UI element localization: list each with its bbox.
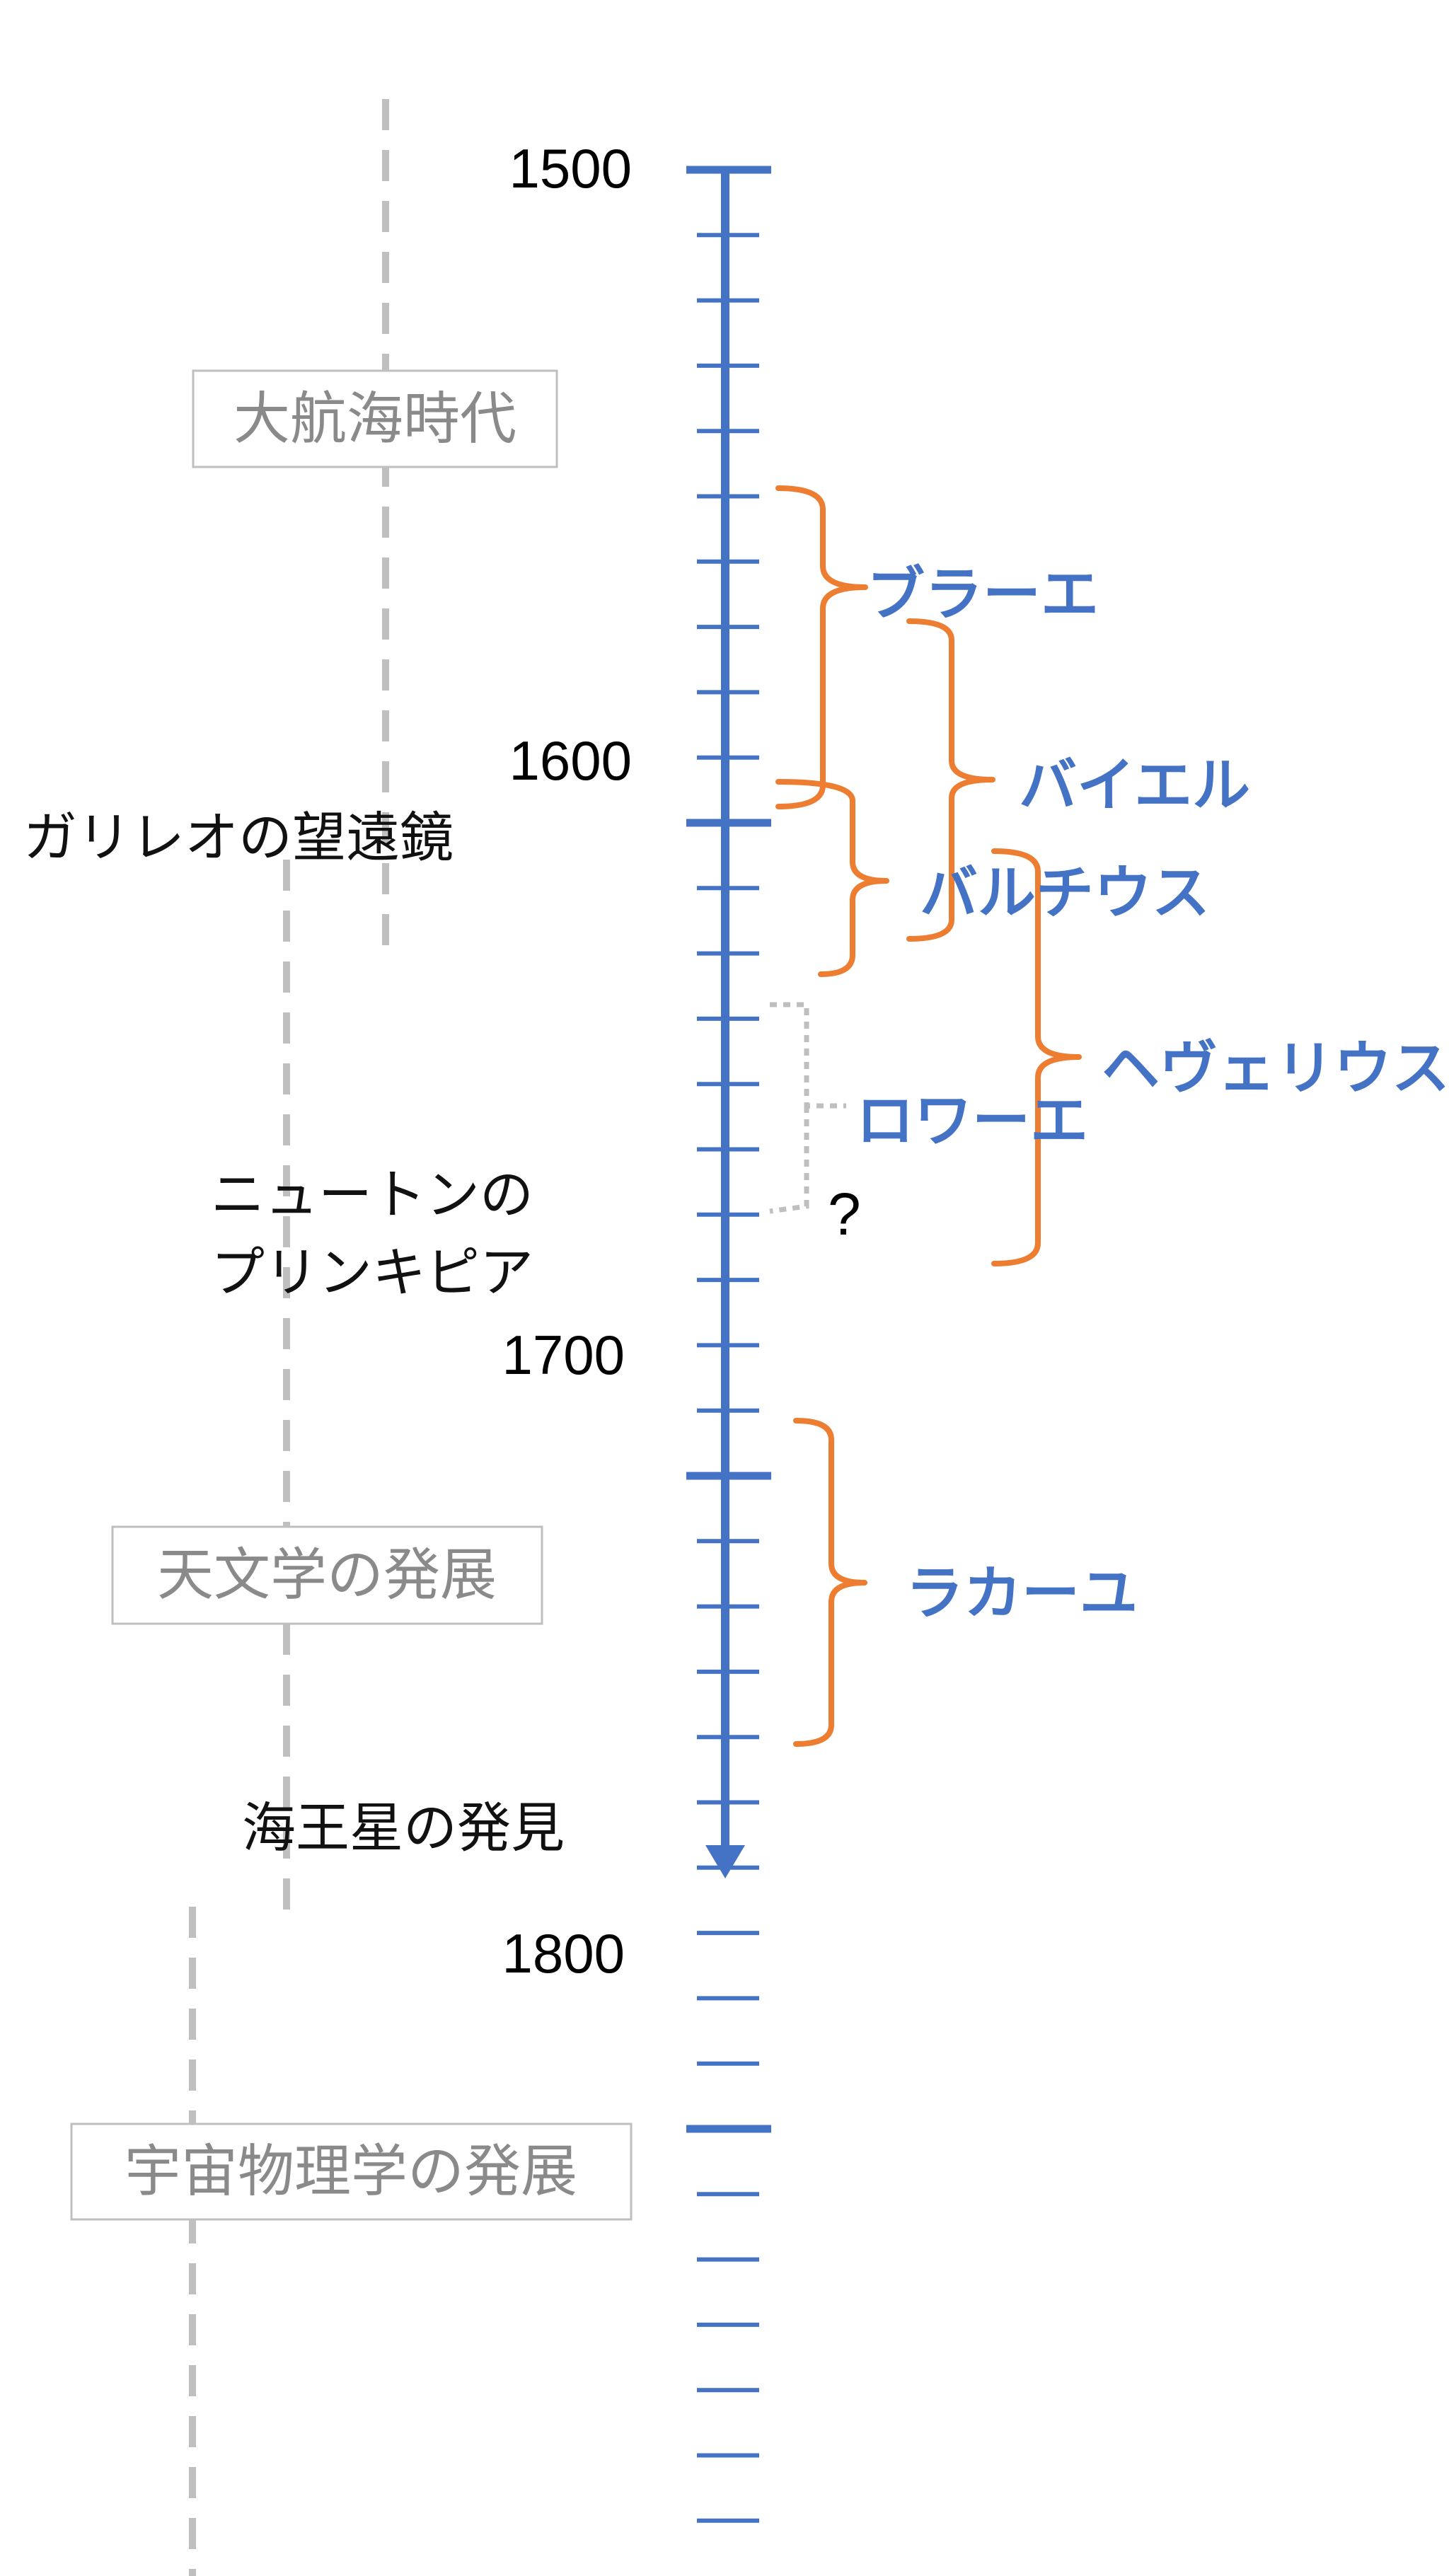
year-label-1800: 1800 — [502, 1922, 625, 1985]
event-newton-principia-line2: プリンキピア — [211, 1241, 533, 1304]
bracket-brahe — [775, 485, 868, 809]
axis-ticks — [686, 166, 771, 2523]
bracket-hevelius — [991, 848, 1082, 1266]
person-hevelius: ヘヴェリウス — [1102, 1035, 1449, 1102]
event-galileo-telescope: ガリレオの望遠鏡 — [23, 806, 454, 869]
person-bayer: バイエル — [1019, 752, 1250, 819]
era-label: 宇宙物理学の発展 — [125, 2139, 577, 2205]
year-label-1700: 1700 — [502, 1324, 625, 1386]
bracket-royer-uncertain — [769, 1002, 846, 1214]
era-label: 大航海時代 — [233, 386, 516, 452]
year-label-1500: 1500 — [509, 137, 632, 200]
year-labels: 1500 1600 1700 1800 — [502, 137, 632, 1985]
lifespan-brackets — [775, 485, 1082, 1747]
person-royer: ロワーエ — [856, 1087, 1088, 1155]
era-box-age-of-discovery: 大航海時代 — [192, 369, 558, 468]
event-neptune-discovery: 海王星の発見 — [242, 1796, 565, 1859]
astronomer-names: ブラーエ バイエル バルチウス ヘヴェリウス ロワーエ ラカーユ — [856, 561, 1449, 1627]
unknown-date-marker: ? — [828, 1181, 861, 1247]
era-lines — [189, 99, 389, 2576]
person-bartsch: バルチウス — [920, 860, 1210, 927]
bracket-lacaille — [793, 1418, 867, 1747]
person-lacaille: ラカーユ — [906, 1560, 1138, 1627]
timeline-axis — [705, 170, 745, 1878]
axis-arrowhead — [705, 1845, 745, 1878]
year-label-1600: 1600 — [509, 729, 632, 792]
person-brahe: ブラーエ — [867, 561, 1099, 628]
era-label: 天文学の発展 — [157, 1542, 497, 1608]
event-newton-principia-line1: ニュートンの — [211, 1163, 533, 1226]
era-box-astronomy: 天文学の発展 — [111, 1525, 543, 1625]
bracket-bartsch — [775, 779, 889, 977]
era-box-astrophysics: 宇宙物理学の発展 — [70, 2122, 633, 2221]
bracket-bayer — [906, 618, 995, 942]
event-labels: ガリレオの望遠鏡 ニュートンの プリンキピア 海王星の発見 — [23, 806, 565, 1859]
